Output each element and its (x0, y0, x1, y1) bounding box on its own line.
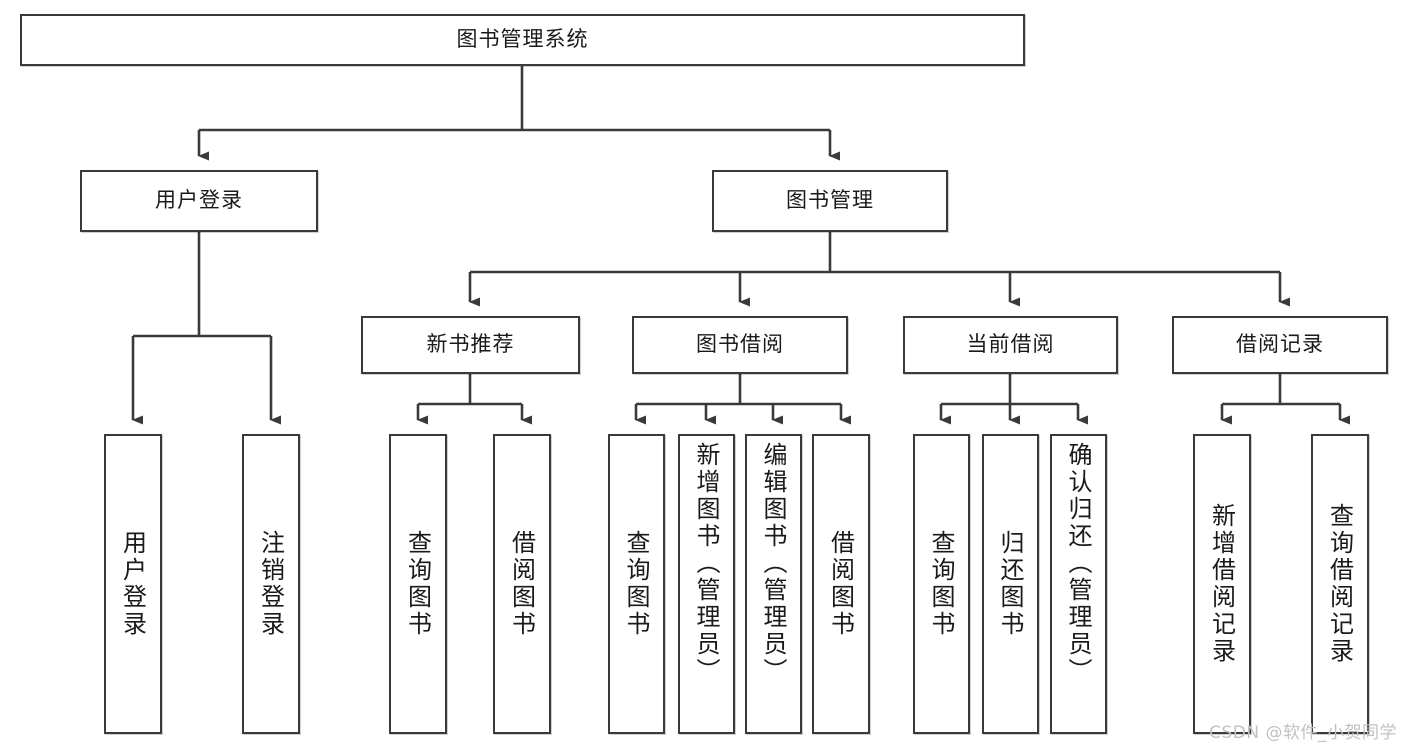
node-leaf-return-book[interactable]: 归还图书 (982, 434, 1039, 734)
node-user-login-label: 用户登录 (155, 188, 243, 213)
node-leaf-edit-book-admin[interactable]: 编辑图书（管理员） (745, 434, 802, 734)
node-leaf-query-book-1-label: 查询图书 (403, 530, 432, 638)
node-leaf-edit-book-admin-label: 编辑图书（管理员） (759, 442, 787, 685)
node-book-management-label: 图书管理 (786, 188, 874, 213)
node-current-borrow-label: 当前借阅 (966, 332, 1055, 357)
watermark: CSDN @软件_小贺同学 (1209, 723, 1397, 743)
node-leaf-query-book-3[interactable]: 查询图书 (913, 434, 970, 734)
node-root[interactable]: 图书管理系统 (20, 14, 1025, 66)
node-leaf-add-book-admin[interactable]: 新增图书（管理员） (678, 434, 735, 734)
node-leaf-query-borrow-record[interactable]: 查询借阅记录 (1311, 434, 1369, 734)
node-leaf-confirm-return-admin-label: 确认归还（管理员） (1064, 442, 1092, 685)
node-book-management[interactable]: 图书管理 (712, 170, 948, 232)
node-leaf-query-borrow-record-label: 查询借阅记录 (1325, 503, 1354, 665)
node-leaf-confirm-return-admin[interactable]: 确认归还（管理员） (1050, 434, 1107, 734)
node-leaf-add-book-admin-label: 新增图书（管理员） (692, 442, 720, 685)
node-leaf-query-book-2-label: 查询图书 (622, 530, 650, 638)
node-leaf-user-logout[interactable]: 注销登录 (242, 434, 300, 734)
node-leaf-borrow-book-2[interactable]: 借阅图书 (812, 434, 870, 734)
node-leaf-add-borrow-record-label: 新增借阅记录 (1207, 503, 1236, 665)
node-leaf-query-book-2[interactable]: 查询图书 (608, 434, 665, 734)
node-book-borrow[interactable]: 图书借阅 (632, 316, 848, 374)
node-borrow-record-label: 借阅记录 (1236, 332, 1324, 357)
node-leaf-return-book-label: 归还图书 (996, 530, 1024, 638)
node-leaf-query-book-1[interactable]: 查询图书 (389, 434, 447, 734)
node-leaf-add-borrow-record[interactable]: 新增借阅记录 (1193, 434, 1251, 734)
node-book-borrow-label: 图书借阅 (696, 332, 784, 357)
node-leaf-user-login-label: 用户登录 (118, 530, 147, 638)
node-root-label: 图书管理系统 (456, 27, 589, 52)
node-leaf-borrow-book-2-label: 借阅图书 (826, 530, 855, 638)
node-leaf-user-login[interactable]: 用户登录 (104, 434, 162, 734)
node-user-login[interactable]: 用户登录 (80, 170, 318, 232)
node-current-borrow[interactable]: 当前借阅 (903, 316, 1118, 374)
node-leaf-query-book-3-label: 查询图书 (927, 530, 955, 638)
node-leaf-user-logout-label: 注销登录 (256, 530, 285, 638)
node-borrow-record[interactable]: 借阅记录 (1172, 316, 1388, 374)
node-new-book-recommend-label: 新书推荐 (426, 332, 515, 357)
node-leaf-borrow-book-1-label: 借阅图书 (507, 530, 536, 638)
node-leaf-borrow-book-1[interactable]: 借阅图书 (493, 434, 551, 734)
node-new-book-recommend[interactable]: 新书推荐 (361, 316, 580, 374)
